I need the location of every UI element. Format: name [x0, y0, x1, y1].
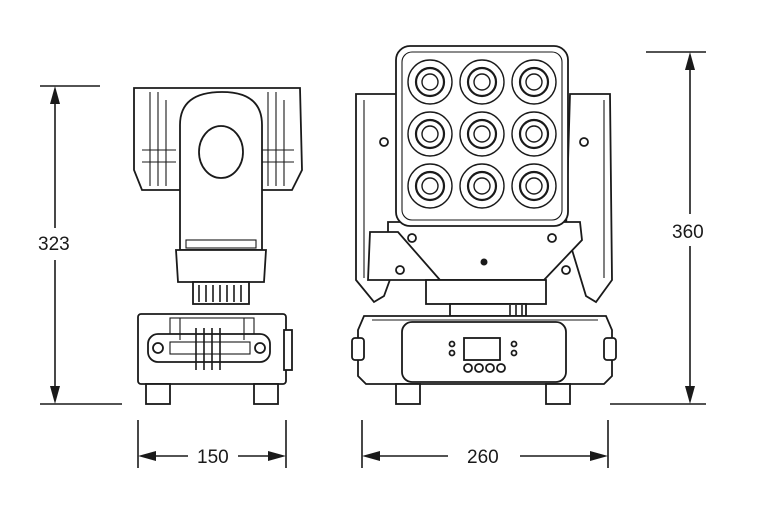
led-lens-ring	[473, 177, 491, 195]
display-screen	[463, 337, 501, 361]
led-lens-ring	[525, 125, 543, 143]
led-grid	[407, 59, 557, 209]
led-lens-ring	[525, 177, 543, 195]
led-lens	[511, 59, 557, 105]
led-lens-ring	[421, 177, 439, 195]
side-height-label: 323	[38, 234, 70, 255]
led-lens	[511, 111, 557, 157]
side-neck-ribs	[198, 285, 242, 302]
dimension-lines	[40, 51, 706, 468]
led-lens-ring	[473, 73, 491, 91]
side-view	[133, 87, 303, 405]
led-lens	[459, 111, 505, 157]
led-lens-ring	[421, 73, 439, 91]
front-height-label: 360	[672, 222, 704, 243]
side-fins	[142, 92, 294, 186]
front-width-label: 260	[467, 447, 499, 468]
led-lens	[407, 59, 453, 105]
side-base-ribs	[195, 328, 221, 370]
led-lens-ring	[421, 125, 439, 143]
led-lens	[459, 163, 505, 209]
led-lens	[407, 163, 453, 209]
led-lens	[407, 111, 453, 157]
led-lens-ring	[473, 125, 491, 143]
side-width-label: 150	[197, 447, 229, 468]
led-lens	[511, 163, 557, 209]
control-buttons	[463, 363, 506, 373]
front-view	[351, 45, 617, 405]
led-lens-ring	[525, 73, 543, 91]
side-lens-ellipse	[198, 125, 244, 179]
led-lens	[459, 59, 505, 105]
